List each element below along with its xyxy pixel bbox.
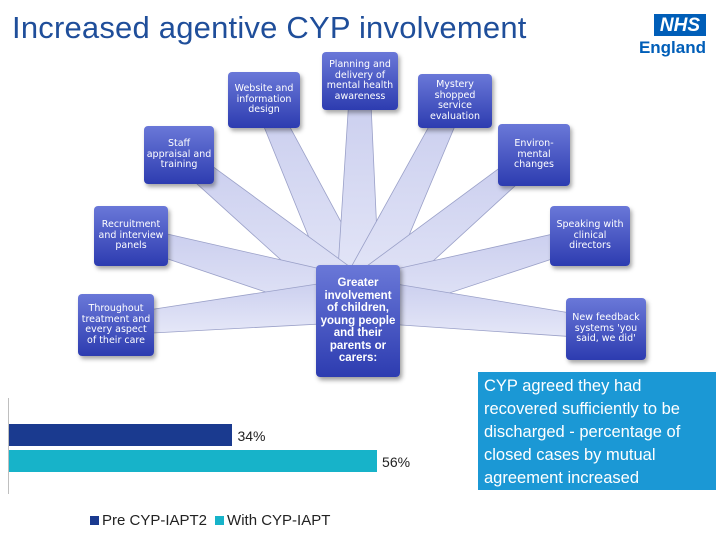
legend-label-pre: Pre CYP-IAPT2 [102,512,208,529]
node-mental-health-awareness: Planning and delivery of mental health a… [322,52,398,110]
comparison-chart: 34% 56% [8,398,473,494]
bar-pre-cyp-iapt2 [9,424,233,446]
node-label: Recruitment and interview panels [98,219,164,252]
node-label: Staff appraisal and training [146,138,212,171]
info-box: CYP agreed they had recovered sufficient… [478,372,716,490]
info-box-text: CYP agreed they had recovered sufficient… [484,377,681,487]
chart-legend: Pre CYP-IAPT2 With CYP-IAPT [90,512,338,529]
bar-with-cyp-iapt [9,450,378,472]
legend-swatch-with [215,516,225,525]
legend-label-with: With CYP-IAPT [227,512,331,529]
legend-item-pre: Pre CYP-IAPT2 [90,512,207,529]
bar-label-with: 56% [382,454,411,470]
node-website-design: Website and information design [228,72,300,128]
node-throughout-treatment: Throughout treatment and every aspect of… [78,294,154,356]
nhs-logo-name: England [638,38,706,57]
node-mystery-shopped: Mystery shopped service evaluation [418,74,492,128]
nhs-england-logo: NHS England [628,14,706,66]
legend-swatch-pre [90,516,99,525]
node-label: Website and information design [234,83,294,116]
page-title: Increased agentive CYP involvement [12,10,527,45]
node-label: Planning and delivery of mental health a… [326,59,394,102]
node-clinical-directors: Speaking with clinical directors [550,206,630,266]
node-label: Mystery shopped service evaluation [430,79,480,122]
node-label: Speaking with clinical directors [556,219,624,252]
node-staff-appraisal: Staff appraisal and training [144,126,214,184]
node-label: Environ-mental changes [514,138,554,171]
chart-axis [8,398,9,494]
nhs-logo-badge: NHS [653,14,706,36]
node-feedback-systems: New feedback systems 'you said, we did' [566,298,646,360]
node-label: Throughout treatment and every aspect of… [81,303,151,346]
bar-label-pre: 34% [237,428,266,444]
node-environmental-changes: Environ-mental changes [498,124,570,186]
hub-node: Greater involvement of children, young p… [316,265,400,377]
node-label: New feedback systems 'you said, we did' [572,312,640,345]
legend-item-with: With CYP-IAPT [215,512,330,529]
node-recruitment: Recruitment and interview panels [94,206,168,266]
hub-label: Greater involvement of children, young p… [320,277,396,365]
